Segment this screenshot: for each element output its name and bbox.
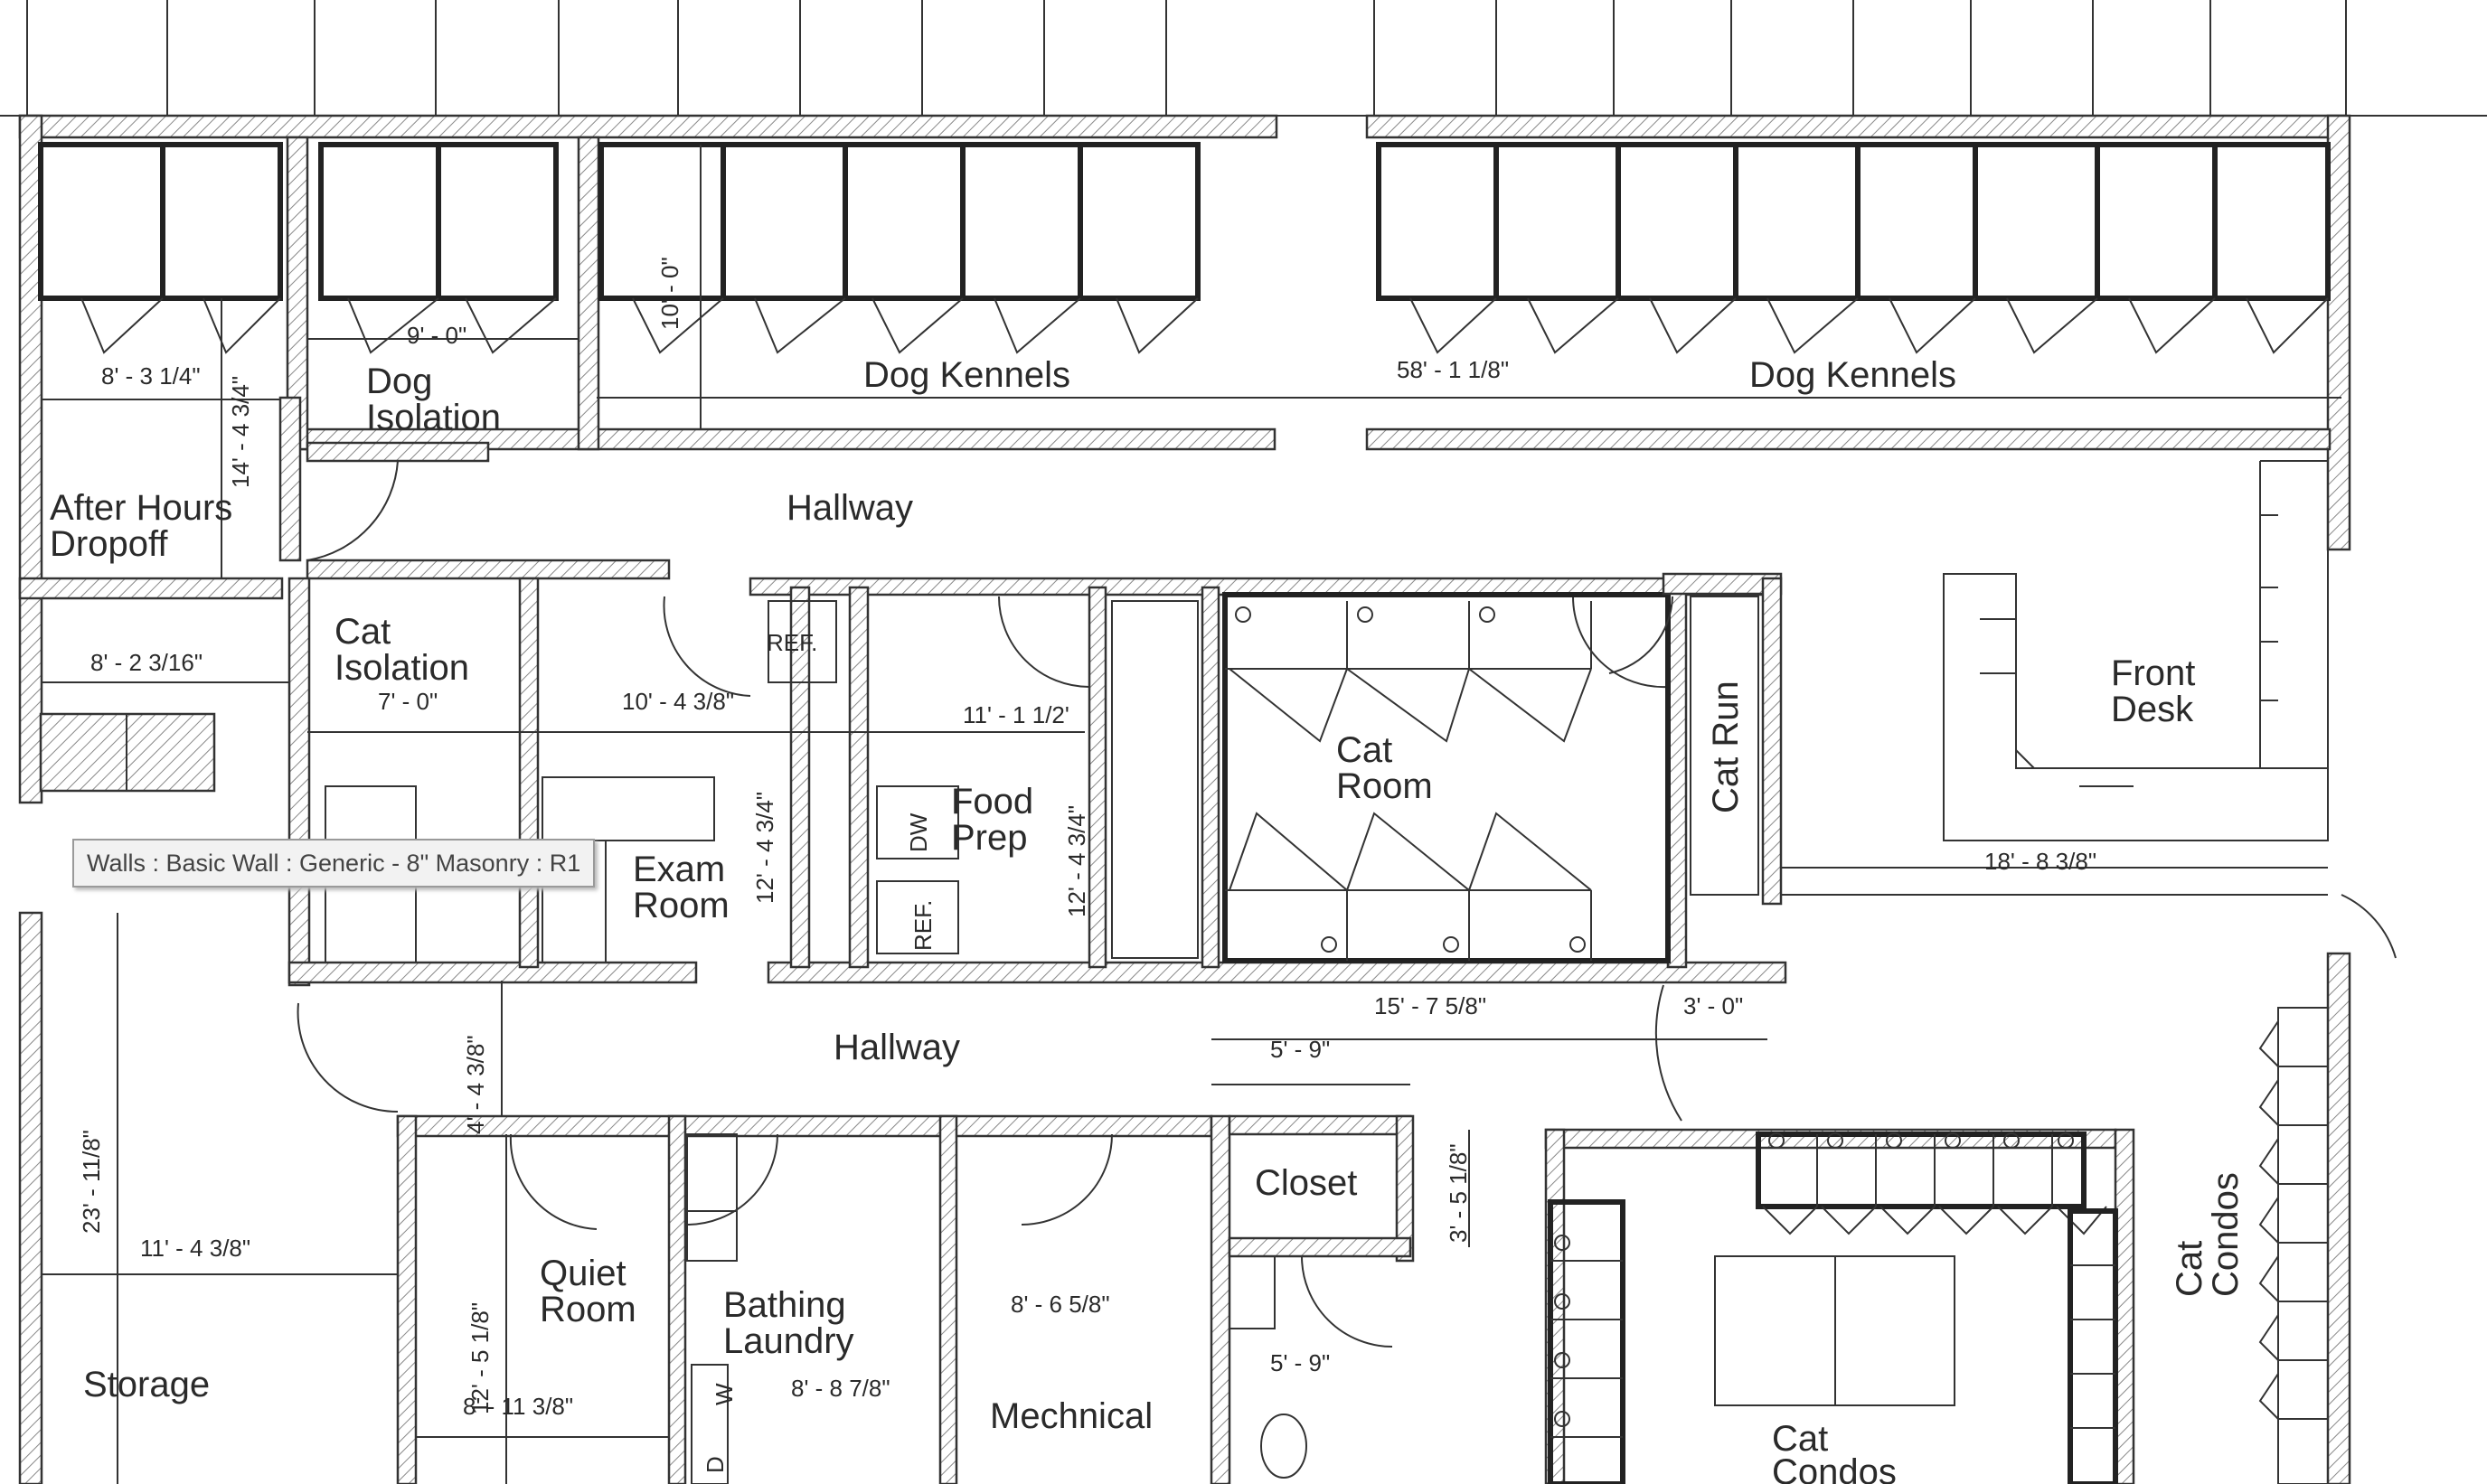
cat-room-cages <box>1222 592 1671 963</box>
cat-condos-center-label-2: Condos <box>1772 1452 1897 1484</box>
cat-isolation-label-2: Isolation <box>334 648 469 688</box>
ref-upper-label: REF. <box>767 629 817 656</box>
quiet-room-label-2: Room <box>540 1290 636 1329</box>
exam-room-label-1: Exam <box>633 850 725 889</box>
dim-exam-height: 12' - 4 3/4" <box>751 792 778 904</box>
storage-label: Storage <box>83 1365 210 1404</box>
dim-kennel-depth: 10' - 0" <box>656 257 683 330</box>
food-prep-label-2: Prep <box>951 818 1028 858</box>
front-desk <box>1781 460 2397 959</box>
dim-lower-left-width: 8' - 2 3/16" <box>90 649 203 676</box>
dim-kennel-run: 58' - 1 1/8" <box>1397 356 1509 383</box>
dog-kennels-left-label: Dog Kennels <box>863 355 1070 395</box>
dim-hall-small: 4' - 4 3/8" <box>462 1035 489 1134</box>
cat-condos <box>1548 1007 2329 1484</box>
hallway-lower-label: Hallway <box>834 1028 960 1067</box>
dimension-lines <box>41 145 2328 1484</box>
cat-condos-right-label-2: Condos <box>2206 1172 2246 1297</box>
fixture-labels: REF. REF. DW W D <box>702 629 937 1473</box>
dim-front-desk-width: 18' - 8 3/8" <box>1984 848 2096 875</box>
wall-tooltip: Walls : Basic Wall : Generic - 8" Masonr… <box>72 839 596 888</box>
closet-label: Closet <box>1255 1163 1357 1203</box>
dryer-label: D <box>702 1456 729 1473</box>
dim-cat-room-width: 15' - 7 5/8" <box>1374 992 1486 1019</box>
cat-isolation-label-1: Cat <box>334 612 391 652</box>
dim-quiet-height: 12' - 5 1/8" <box>466 1302 494 1414</box>
bathing-label-1: Bathing <box>723 1285 846 1325</box>
after-hours-label-2: Dropoff <box>50 524 168 564</box>
left-cells <box>18 142 671 793</box>
ref-lower-label: REF. <box>909 900 937 951</box>
dim-after-hours-height: 14' - 4 3/4" <box>227 376 254 488</box>
dim-mechanical-width: 8' - 6 5/8" <box>1011 1291 1110 1318</box>
cat-run-label: Cat Run <box>1706 681 1746 813</box>
dim-bathing-width: 8' - 8 7/8" <box>791 1375 890 1402</box>
dim-quiet-width: 8' - 11 3/8" <box>463 1393 573 1420</box>
cat-condos-center-label-1: Cat <box>1772 1419 1828 1459</box>
dog-kennel-cells-right <box>1376 142 2331 354</box>
exam-room-label-2: Room <box>633 886 730 925</box>
dim-after-hours-width: 8' - 3 1/4" <box>101 362 201 390</box>
food-prep-label-1: Food <box>951 782 1033 822</box>
dim-storage-height: 23' - 11/8" <box>78 1130 105 1234</box>
after-hours-label-1: After Hours <box>50 488 232 528</box>
cat-condos-right-label-1: Cat <box>2170 1241 2209 1297</box>
dog-kennel-cells-left <box>597 142 2341 399</box>
outdoor-runs <box>0 0 2487 117</box>
quiet-room-label-1: Quiet <box>540 1254 626 1293</box>
washer-label: W <box>711 1383 738 1405</box>
dim-dog-iso-width: 9' - 0" <box>407 322 466 349</box>
dim-cat-run-width: 3' - 0" <box>1683 992 1743 1019</box>
hallway-upper-label: Hallway <box>787 488 913 528</box>
dim-toilet-width: 5' - 9" <box>1270 1349 1330 1376</box>
dim-storage-width: 11' - 4 3/8" <box>140 1235 250 1262</box>
dim-food-prep-width: 11' - 1 1/2' <box>963 701 1069 728</box>
dim-food-prep-height: 12' - 4 3/4" <box>1063 805 1090 917</box>
dim-closet-height: 3' - 5 1/8" <box>1445 1143 1472 1243</box>
bathing-label-2: Laundry <box>723 1321 854 1361</box>
dimension-labels: 8' - 3 1/4" 14' - 4 3/4" 9' - 0" 10' - 0… <box>78 257 2096 1420</box>
room-labels: Dog Kennels Dog Kennels Dog Isolation Af… <box>50 355 2246 1484</box>
cat-room-label-1: Cat <box>1336 730 1392 770</box>
center-rooms <box>287 577 1787 987</box>
exterior-walls <box>18 114 2351 1484</box>
dog-kennels-right-label: Dog Kennels <box>1749 355 1956 395</box>
dog-isolation-label-1: Dog <box>366 362 432 401</box>
kennel-walls <box>286 136 2332 451</box>
front-desk-label-1: Front <box>2111 653 2195 693</box>
cat-room-label-2: Room <box>1336 766 1433 806</box>
dim-cat-iso-width: 7' - 0" <box>378 688 438 715</box>
dim-closet-width: 5' - 9" <box>1270 1036 1330 1063</box>
dim-exam-width: 10' - 4 3/8" <box>622 688 734 715</box>
cat-run <box>1608 572 1783 906</box>
front-desk-label-2: Desk <box>2111 690 2194 729</box>
mechanical-label: Mechnical <box>990 1396 1153 1436</box>
dog-isolation-label-2: Isolation <box>366 398 501 437</box>
dw-label: DW <box>905 812 932 852</box>
